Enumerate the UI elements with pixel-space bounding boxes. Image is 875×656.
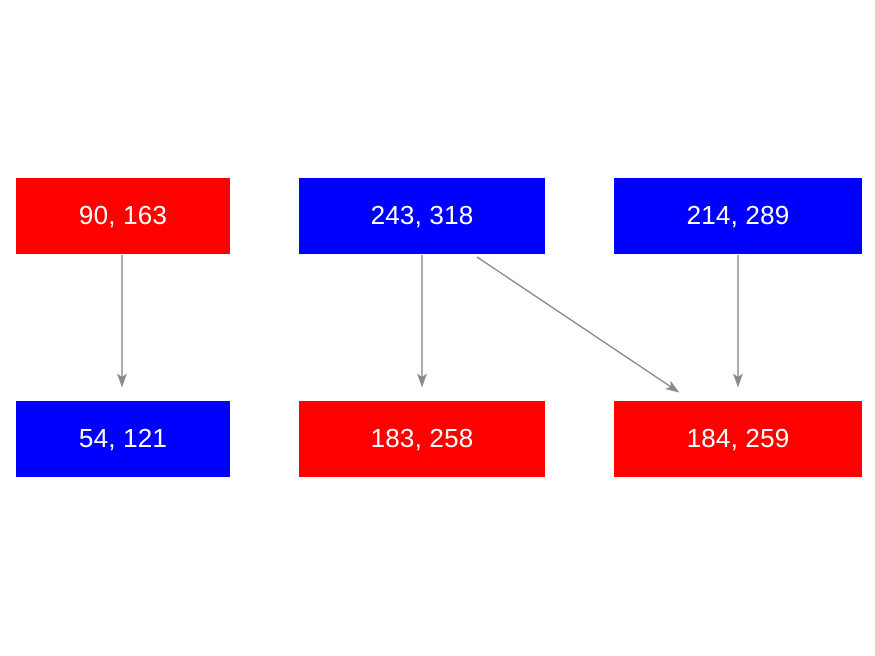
node-label: 90, 163 (78, 200, 168, 230)
node-label: 54, 121 (78, 423, 168, 453)
edge-n2-to-n6 (476, 256, 680, 393)
node-label: 183, 258 (370, 423, 474, 453)
node-label: 243, 318 (370, 200, 474, 230)
node-n4[interactable]: 54, 121 (16, 401, 230, 477)
node-n3[interactable]: 214, 289 (614, 178, 862, 254)
node-n2[interactable]: 243, 318 (299, 178, 545, 254)
node-n6[interactable]: 184, 259 (614, 401, 862, 477)
edges-group (116, 255, 744, 393)
node-n1[interactable]: 90, 163 (16, 178, 230, 254)
node-label: 184, 259 (686, 423, 790, 453)
node-n5[interactable]: 183, 258 (299, 401, 545, 477)
node-label: 214, 289 (686, 200, 790, 230)
